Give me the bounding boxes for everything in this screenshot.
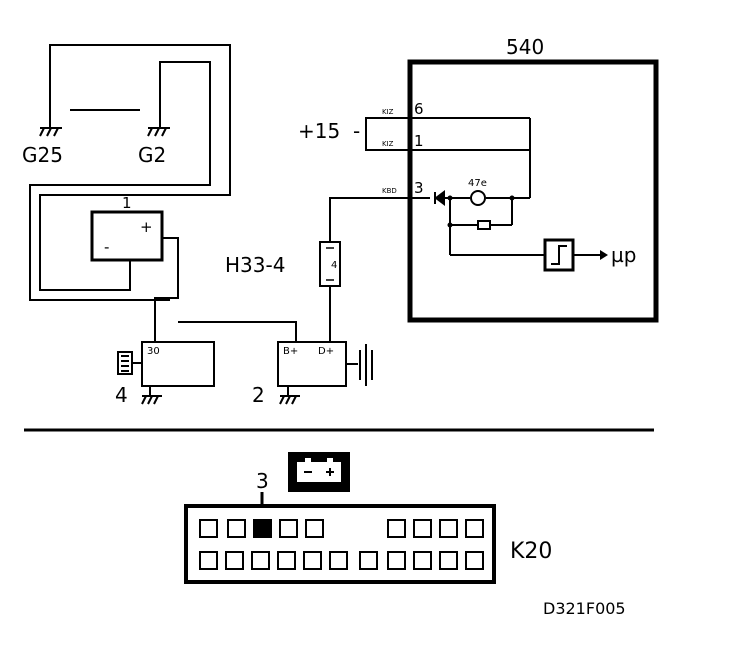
alternator-ground-icon bbox=[279, 386, 300, 405]
connector-pin-label: 4 bbox=[331, 260, 337, 271]
starter-motor-icon bbox=[117, 351, 142, 375]
fuse-panel bbox=[184, 504, 496, 584]
panel-label: K20 bbox=[510, 539, 552, 564]
pin-6-prefix: KIZ bbox=[382, 108, 394, 116]
starter-terminal-label: 30 bbox=[147, 346, 160, 357]
plus15-label: +15 bbox=[298, 119, 340, 143]
alternator-terminal-d: D+ bbox=[318, 346, 334, 357]
charge-lamp-icon bbox=[470, 190, 486, 206]
battery-minus-label: - bbox=[104, 238, 109, 256]
pin-3-prefix: KBD bbox=[382, 187, 397, 195]
ecu-box bbox=[407, 59, 659, 323]
alternator-number: 2 bbox=[252, 383, 265, 407]
connector-contact-icon bbox=[326, 247, 334, 281]
alternator-terminal-b: B+ bbox=[283, 346, 298, 357]
battery-number: 1 bbox=[122, 194, 132, 212]
pin-3-label: 3 bbox=[414, 179, 424, 197]
d-plus-wire bbox=[329, 197, 430, 342]
step-icon bbox=[551, 245, 567, 265]
junction-dots bbox=[447, 195, 515, 228]
fuse-number: 3 bbox=[256, 469, 269, 493]
battery-box bbox=[90, 210, 164, 262]
battery-warning-icon bbox=[288, 452, 350, 492]
arrow-right-icon bbox=[600, 250, 608, 260]
pin-6-label: 6 bbox=[414, 100, 424, 118]
battery-positive-wire bbox=[154, 237, 297, 342]
diagram-code: D321F005 bbox=[543, 599, 626, 618]
plus15-bracket bbox=[365, 117, 372, 151]
diode-icon bbox=[434, 190, 445, 206]
ground-g25-icon bbox=[39, 118, 62, 137]
ground-g25-label: G25 bbox=[22, 143, 63, 167]
ecu-internal-wiring bbox=[372, 117, 600, 256]
resistor-icon bbox=[477, 220, 491, 230]
starter-ground-icon bbox=[141, 386, 162, 405]
pin-1-label: 1 bbox=[414, 132, 424, 150]
ground-g2-label: G2 bbox=[138, 143, 166, 167]
connector-label: H33-4 bbox=[225, 253, 285, 277]
fuse-slots bbox=[199, 519, 484, 570]
battery-plus-label: + bbox=[140, 218, 153, 236]
plus15-dash: - bbox=[353, 119, 360, 143]
ecu-label: 540 bbox=[506, 35, 544, 59]
pin-1-prefix: KIZ bbox=[382, 140, 394, 148]
ground-wiring bbox=[29, 44, 231, 301]
starter-number: 4 bbox=[115, 383, 128, 407]
micro-label: µp bbox=[611, 243, 636, 267]
connector-h33-4 bbox=[319, 241, 341, 287]
lamp-label: 47e bbox=[468, 178, 487, 189]
alternator-pulley-icon bbox=[346, 344, 373, 386]
ground-g2-icon bbox=[147, 118, 170, 137]
